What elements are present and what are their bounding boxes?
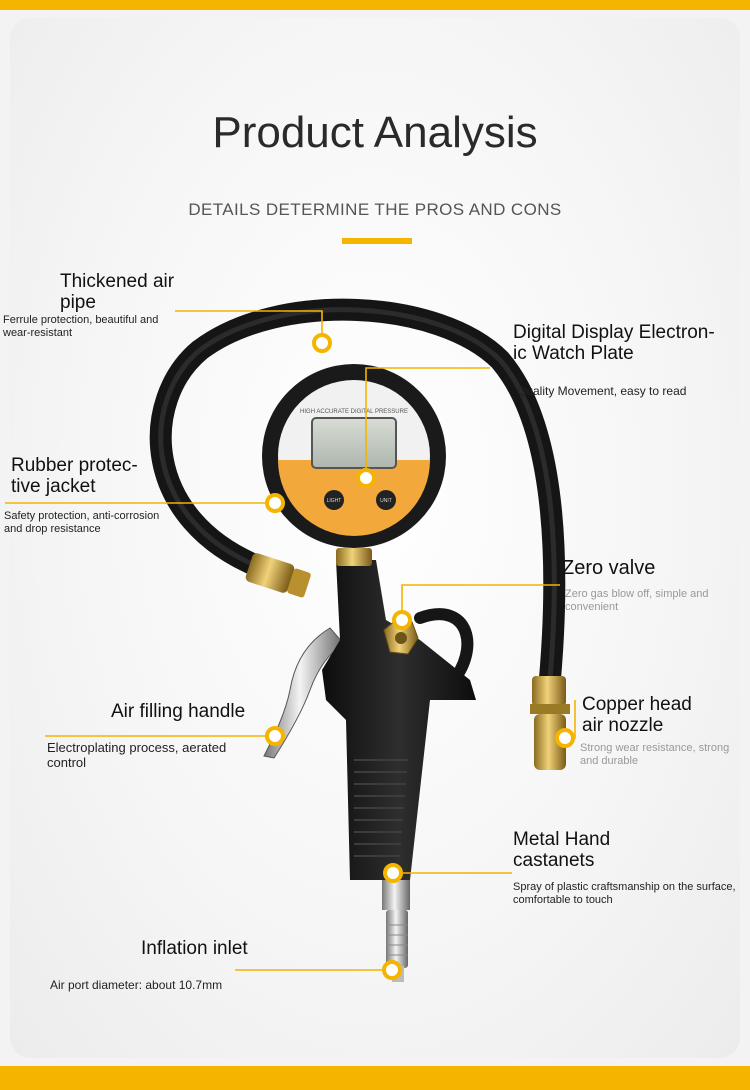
unit-button bbox=[376, 490, 396, 510]
trigger-lever bbox=[263, 627, 345, 759]
digital-gauge: HIGH ACCURATE DIGITAL PRESSURE LIGHT UNI… bbox=[262, 364, 446, 548]
callout-desc-rubber-jacket: Safety protection, anti-corrosion and dr… bbox=[4, 510, 160, 535]
callout-desc-air-filling-handle: Electroplating process, aerated control bbox=[47, 740, 227, 770]
light-button bbox=[324, 490, 344, 510]
air-hose bbox=[149, 298, 566, 711]
unit-button-label: UNIT bbox=[380, 498, 392, 504]
lcd-screen bbox=[311, 417, 397, 469]
callout-label-copper-nozzle: Copper head air nozzle bbox=[582, 694, 692, 736]
gauge-face-text: HIGH ACCURATE DIGITAL PRESSURE bbox=[300, 409, 408, 415]
hose-ferrule-left bbox=[245, 553, 311, 598]
callout-label-digital-display: Digital Display Electron- ic Watch Plate bbox=[513, 322, 715, 364]
callout-desc-digital-display: Quality Movement, easy to read bbox=[517, 384, 687, 398]
callout-desc-thickened-air-pipe: Ferrule protection, beautiful and wear-r… bbox=[3, 314, 159, 339]
copper-nozzle bbox=[530, 676, 570, 770]
trigger-guard bbox=[414, 608, 474, 688]
callout-desc-metal-hand: Spray of plastic craftsmanship on the su… bbox=[513, 881, 736, 906]
page-subtitle: DETAILS DETERMINE THE PROS AND CONS bbox=[188, 200, 562, 219]
callout-label-air-filling-handle: Air filling handle bbox=[111, 701, 246, 722]
callout-label-rubber-jacket: Rubber protec- tive jacket bbox=[11, 455, 138, 497]
callout-desc-zero-valve: Zero gas blow off, simple and convenient bbox=[565, 588, 709, 613]
bottom-accent-bar bbox=[0, 1066, 750, 1090]
gauge-connector bbox=[336, 548, 372, 566]
page-title: Product Analysis bbox=[212, 108, 538, 157]
callout-leader-lines bbox=[5, 310, 576, 971]
title-underline bbox=[342, 238, 412, 244]
callout-label-thickened-air-pipe: Thickened air pipe bbox=[60, 271, 175, 313]
gun-body bbox=[322, 560, 476, 880]
callout-label-zero-valve: Zero valve bbox=[562, 557, 656, 579]
light-button-label: LIGHT bbox=[327, 498, 342, 504]
callout-desc-inflation-inlet: Air port diameter: about 10.7mm bbox=[50, 978, 223, 992]
callout-dots bbox=[265, 333, 575, 980]
callout-desc-copper-nozzle: Strong wear resistance, strong and durab… bbox=[580, 742, 730, 767]
callout-label-inflation-inlet: Inflation inlet bbox=[141, 938, 248, 959]
callout-label-metal-hand: Metal Hand castanets bbox=[513, 829, 611, 871]
top-accent-bar bbox=[0, 0, 750, 10]
